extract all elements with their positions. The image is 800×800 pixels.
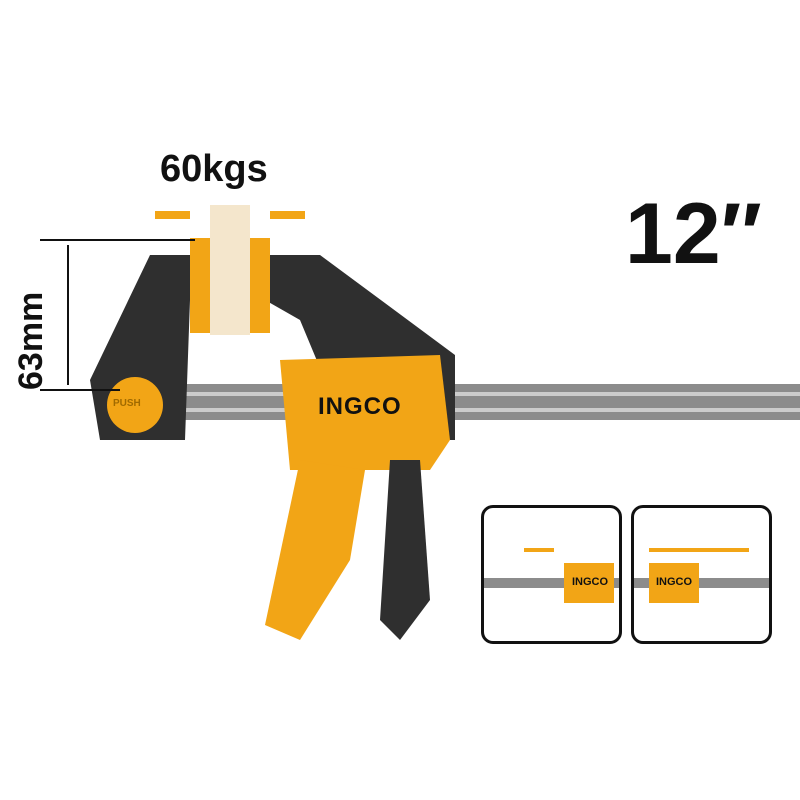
size-label: 12″ bbox=[625, 186, 762, 282]
clamping-force-label: 60kgs bbox=[160, 148, 268, 190]
inset-clamp-mode: INGCO bbox=[481, 505, 622, 644]
inset-brand-logo: INGCO bbox=[656, 576, 693, 588]
inset-brand-logo: INGCO bbox=[572, 576, 609, 588]
brand-logo: INGCO bbox=[318, 393, 402, 420]
jaw-depth-label: 63mm bbox=[12, 291, 50, 390]
inset-spread-mode: INGCO bbox=[631, 505, 772, 644]
push-button-label: PUSH bbox=[113, 398, 141, 409]
